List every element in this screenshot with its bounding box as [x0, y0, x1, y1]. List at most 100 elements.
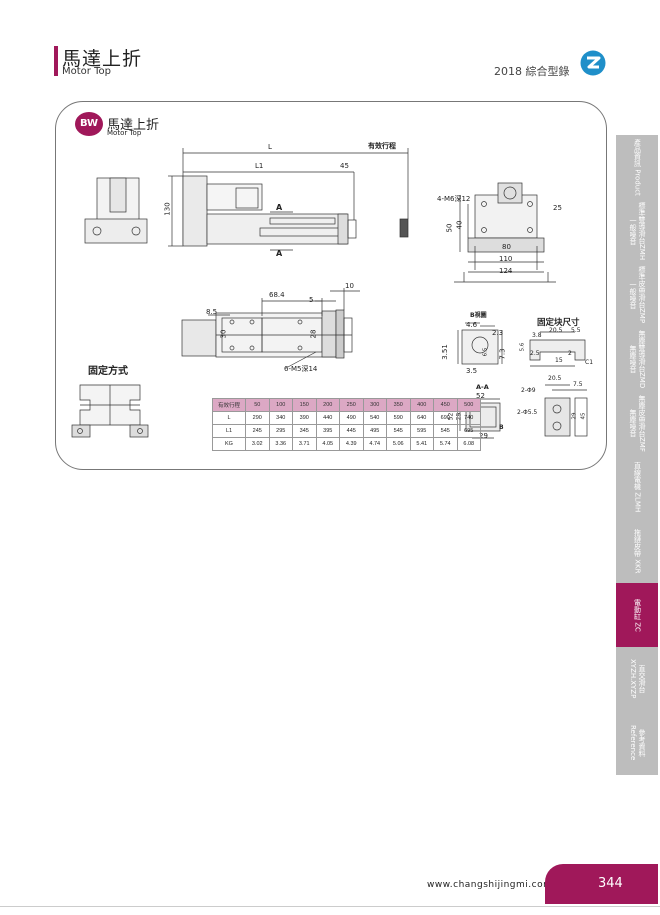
table-cell: 3.71 — [292, 437, 317, 451]
table-cell: 245 — [245, 424, 270, 438]
sidebar-tab-xkr[interactable]: 拖鏈皮帶 XKR — [616, 519, 658, 584]
sidebar-tab-product[interactable]: 產品資訊 Product — [616, 135, 658, 200]
sidebar-tab-reference[interactable]: 參考資料 Reference — [616, 711, 658, 776]
row-label: KG — [212, 437, 246, 451]
row-label: L1 — [212, 424, 246, 438]
dim-28: 28 — [309, 329, 318, 339]
dim-2: 2 — [568, 350, 572, 357]
dim-80: 80 — [502, 243, 511, 251]
table-cell: 5.06 — [386, 437, 411, 451]
panel-title: 馬達上折 — [107, 118, 160, 133]
dim-130: 130 — [163, 202, 172, 216]
sidebar-tab-zmf[interactable]: 無塵皮帶滑台ZMF 無塵噪音 — [616, 391, 658, 456]
spec-table: 有效行程 50 100 150 200 250 300 350 400 450 … — [212, 398, 481, 451]
table-cell: 345 — [292, 424, 317, 438]
dim-stroke: 有效行程 — [368, 142, 396, 150]
dim-C1: C1 — [585, 359, 594, 366]
table-header-cell: 500 — [456, 398, 481, 412]
category-sidebar: 產品資訊 Product 標準雙導滑台ZMH 一般噪音 標準皮帶滑台ZMP 一般… — [616, 135, 658, 776]
top-hole-label: 6-M5深14 — [284, 365, 318, 373]
dim-7-3: 7.3 — [498, 348, 507, 360]
sidebar-tab-zlmh[interactable]: 直線電機 ZLMH — [616, 455, 658, 520]
table-header-cell: 300 — [362, 398, 387, 412]
table-cell: 395 — [315, 424, 340, 438]
table-cell: 545 — [386, 424, 411, 438]
dim-3-51: 3.51 — [440, 344, 449, 360]
row-label: L — [212, 411, 246, 425]
table-header-label: 有效行程 — [212, 398, 246, 412]
table-header-cell: 450 — [433, 398, 458, 412]
catalog-label: 2018 綜合型錄 — [494, 65, 570, 78]
table-cell: 340 — [268, 411, 293, 425]
dim-5-5: 5.5 — [571, 327, 581, 334]
sidebar-tab-zmh[interactable]: 標準雙導滑台ZMH 一般噪音 — [616, 199, 658, 264]
table-cell: 440 — [315, 411, 340, 425]
sidebar-tab-xyz[interactable]: 直交滑台 XYZH.XYZP — [616, 647, 658, 712]
dim-25: 25 — [553, 204, 562, 212]
table-header-cell: 400 — [409, 398, 434, 412]
dim-50: 50 — [445, 223, 454, 233]
block-title: 固定块尺寸 — [537, 318, 580, 328]
dim-7-5: 7.5 — [573, 381, 583, 388]
table-row: L1 245 295 345 395 445 495 545 595 545 6… — [212, 424, 481, 438]
table-cell: 295 — [268, 424, 293, 438]
table-header-cell: 50 — [245, 398, 270, 412]
table-cell: 740 — [456, 411, 481, 425]
page-title: 馬達上折 — [62, 48, 143, 70]
dim-29: 29 — [479, 432, 488, 440]
sidebar-tab-zc[interactable]: 電動缸 ZC — [616, 583, 658, 648]
table-header-cell: 350 — [386, 398, 411, 412]
table-cell: 3.36 — [268, 437, 293, 451]
dim-45: 45 — [340, 162, 349, 170]
table-cell: 695 — [456, 424, 481, 438]
model-badge: BW — [75, 112, 103, 136]
fix-method-title: 固定方式 — [88, 366, 128, 377]
dim-110: 110 — [499, 255, 513, 263]
header-accent-bar — [54, 46, 58, 76]
table-cell: 640 — [409, 411, 434, 425]
dim-L1: L1 — [255, 162, 264, 170]
footer-url[interactable]: www.changshijingmi.com — [427, 880, 553, 890]
dim-29-block: 29 — [571, 412, 578, 420]
table-row: L 290 340 390 440 490 540 590 640 690 74… — [212, 411, 481, 425]
table-cell: 540 — [362, 411, 387, 425]
mark-A-bottom: A — [276, 249, 283, 258]
dim-3-5: 3.5 — [466, 367, 478, 375]
table-cell: 445 — [339, 424, 364, 438]
dim-20-5: 20.5 — [549, 327, 563, 334]
mark-B: B — [499, 424, 504, 431]
table-cell: 690 — [433, 411, 458, 425]
table-header-cell: 250 — [339, 398, 364, 412]
bottom-divider — [0, 906, 660, 907]
table-cell: 5.41 — [409, 437, 434, 451]
dim-68-4: 68.4 — [269, 291, 285, 299]
dim-2-phi5-5: 2-Φ5.5 — [517, 409, 538, 416]
panel-subtitle: Motor Top — [107, 129, 142, 137]
dim-20-5b: 20.5 — [548, 375, 562, 382]
end-hole-label: 4-M6深12 — [437, 195, 471, 203]
dim-5: 5 — [309, 296, 314, 304]
table-cell: 290 — [245, 411, 270, 425]
table-cell: 4.05 — [315, 437, 340, 451]
page-number-box — [545, 864, 658, 904]
table-cell: 4.39 — [339, 437, 364, 451]
table-cell: 495 — [362, 424, 387, 438]
dim-L: L — [268, 143, 272, 151]
dim-6-5: 6.5 — [482, 347, 489, 357]
table-cell: 595 — [409, 424, 434, 438]
dim-2-phi9: 2-Φ9 — [521, 387, 536, 394]
dim-52: 52 — [476, 392, 485, 400]
dim-10: 10 — [345, 282, 354, 290]
dim-40: 40 — [455, 220, 464, 230]
page-subtitle: Motor Top — [62, 66, 111, 77]
table-cell: 4.74 — [362, 437, 387, 451]
table-header-cell: 200 — [315, 398, 340, 412]
dim-2-3: 2.3 — [492, 329, 504, 337]
page-number: 344 — [598, 876, 623, 891]
table-cell: 5.74 — [433, 437, 458, 451]
table-cell: 390 — [292, 411, 317, 425]
sidebar-tab-zmp[interactable]: 標準皮帶滑台ZMP 一般噪音 — [616, 263, 658, 328]
sidebar-tab-zmd[interactable]: 無塵雙導滑台ZMD 無塵噪音 — [616, 327, 658, 392]
dim-2-5: 2.5 — [530, 350, 540, 357]
